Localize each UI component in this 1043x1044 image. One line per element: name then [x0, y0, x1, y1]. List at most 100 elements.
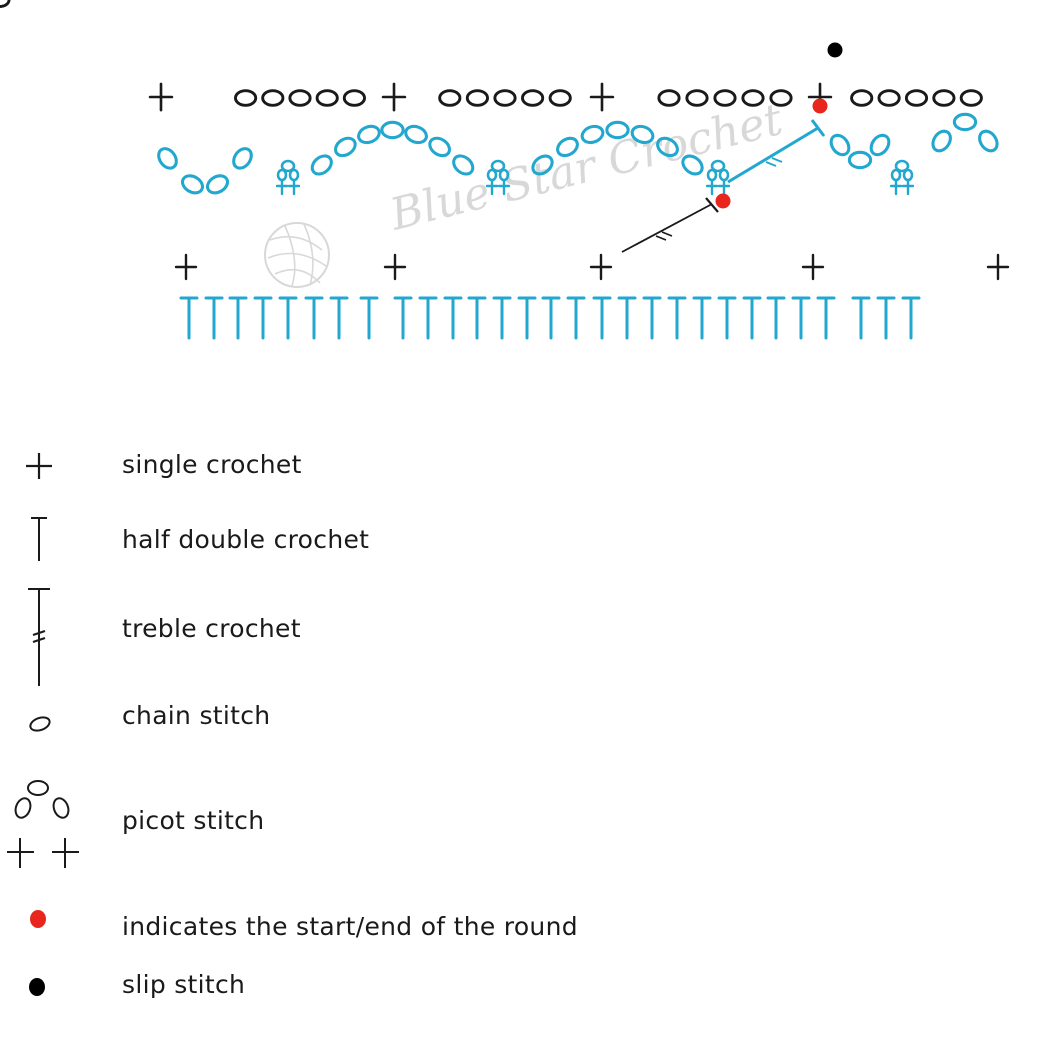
- hdc-stitch: [304, 296, 324, 340]
- hdc-stitch: [692, 296, 712, 340]
- black-dot-icon: [29, 978, 45, 996]
- picot-stitch: [275, 159, 301, 196]
- chain-stitch: [685, 89, 709, 107]
- red-dot-icon: [30, 910, 46, 928]
- chain-stitch: [932, 89, 956, 107]
- legend-row-picot-stitch: picot stitch: [0, 768, 1043, 878]
- picot-stitch: [705, 159, 731, 196]
- single-crochet-stitch: [383, 253, 407, 281]
- chain-stitch: [261, 89, 285, 107]
- legend-label-half-double-crochet: half double crochet: [122, 525, 370, 554]
- chain-stitch: [342, 89, 367, 107]
- treble-crochet-black: [621, 197, 719, 253]
- legend-row-single-crochet: single crochet: [0, 436, 1043, 496]
- hdc-stitch: [766, 296, 786, 340]
- legend-row-chain-stitch: chain stitch: [0, 690, 1043, 750]
- chain-stitch: [548, 89, 572, 107]
- chain-stitch: [465, 89, 490, 107]
- start-marker-1: [715, 193, 731, 209]
- legend-label-picot-stitch: picot stitch: [122, 806, 265, 835]
- chain-stitch: [847, 150, 873, 170]
- hdc-stitch: [443, 296, 463, 340]
- hdc-stitch: [228, 296, 248, 340]
- treble-crochet-icon: [28, 588, 50, 686]
- hdc-stitch: [901, 296, 921, 340]
- round-4-top-chain-row: [148, 82, 983, 112]
- chain-stitch: [424, 133, 455, 161]
- hdc-stitch: [816, 296, 836, 340]
- chain-stitch: [974, 126, 1003, 156]
- chain-stitch: [952, 112, 978, 132]
- hdc-stitch: [517, 296, 537, 340]
- chain-stitch: [877, 89, 901, 107]
- hdc-stitch: [667, 296, 687, 340]
- chain-stitch-icon: [29, 716, 51, 732]
- hdc-stitch: [418, 296, 438, 340]
- chain-stitch: [315, 89, 339, 107]
- hdc-stitch: [253, 296, 273, 340]
- hdc-stitch: [278, 296, 298, 340]
- single-crochet-icon: [26, 453, 52, 479]
- legend-row-half-double-crochet: half double crochet: [0, 511, 1043, 571]
- chain-stitch: [865, 130, 895, 160]
- chain-stitch: [904, 89, 929, 107]
- chain-stitch: [438, 89, 462, 107]
- half-double-crochet-icon: [31, 517, 47, 561]
- watermark: Blue Star Crochet: [264, 94, 788, 288]
- hdc-base-row: [179, 296, 921, 340]
- single-crochet-stitch: [986, 253, 1010, 281]
- chain-stitch: [177, 170, 208, 198]
- hdc-stitch: [179, 296, 199, 340]
- chain-stitch: [0, 0, 9, 7]
- picot-stitch: [889, 159, 915, 196]
- legend-label-treble-crochet: treble crochet: [122, 614, 301, 643]
- hdc-stitch: [791, 296, 811, 340]
- legend-row-slip-stitch: slip stitch: [0, 958, 1043, 1018]
- legend-row-start-end: indicates the start/end of the round: [0, 900, 1043, 960]
- legend-label-start-end: indicates the start/end of the round: [122, 912, 578, 941]
- chain-stitch: [233, 89, 258, 107]
- hdc-stitch: [642, 296, 662, 340]
- hdc-stitch: [717, 296, 737, 340]
- legend-label-single-crochet: single crochet: [122, 450, 302, 479]
- hdc-stitch: [541, 296, 561, 340]
- picot-stitch-icon: [7, 780, 79, 868]
- legend-row-treble-crochet: treble crochet: [0, 580, 1043, 690]
- hdc-stitch: [467, 296, 487, 340]
- hdc-stitch: [876, 296, 896, 340]
- chain-stitch: [228, 143, 257, 174]
- hdc-stitch: [592, 296, 612, 340]
- hdc-stitch: [566, 296, 586, 340]
- hdc-stitch: [742, 296, 762, 340]
- chain-stitch: [401, 122, 431, 147]
- chain-stitch: [927, 126, 956, 156]
- single-crochet-stitch: [148, 82, 174, 112]
- chain-stitch: [520, 89, 545, 107]
- chain-stitch: [288, 89, 312, 107]
- chain-stitch: [202, 170, 233, 198]
- chain-stitch: [850, 89, 874, 107]
- chain-stitch: [354, 122, 384, 147]
- hdc-stitch: [393, 296, 413, 340]
- hdc-stitch: [851, 296, 871, 340]
- slip-stitch-marker: [827, 42, 843, 58]
- chain-stitch: [657, 89, 681, 107]
- single-crochet-stitch: [174, 253, 198, 281]
- chain-stitch: [713, 89, 737, 107]
- chain-stitch: [825, 130, 855, 160]
- start-marker-2: [812, 98, 828, 114]
- chain-stitch: [307, 150, 337, 180]
- chain-stitch: [330, 133, 361, 161]
- single-crochet-stitch: [381, 82, 407, 112]
- chain-stitch: [380, 120, 405, 140]
- single-crochet-stitch: [589, 82, 615, 112]
- watermark-text: Blue Star Crochet: [384, 94, 787, 241]
- hdc-stitch: [359, 296, 379, 340]
- hdc-stitch: [617, 296, 637, 340]
- chain-stitch: [493, 89, 517, 107]
- hdc-stitch: [204, 296, 224, 340]
- single-crochet-stitch: [801, 253, 825, 281]
- treble-crochet-blue: [727, 119, 826, 184]
- chain-stitch: [959, 89, 983, 107]
- hdc-stitch: [492, 296, 512, 340]
